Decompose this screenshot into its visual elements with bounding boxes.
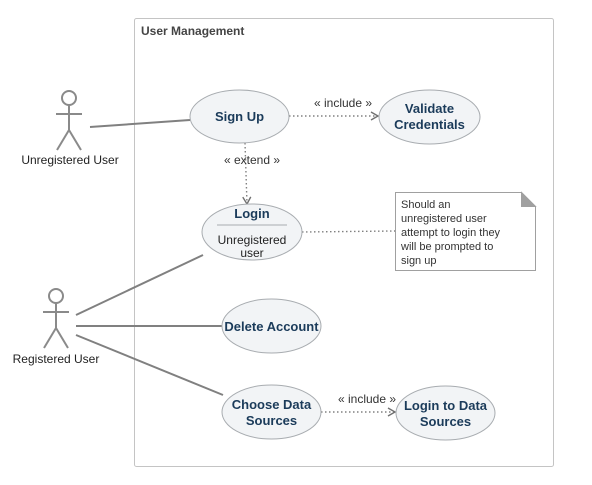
usecase-label-line2: Credentials	[394, 117, 465, 132]
include-label-validate: « include »	[314, 96, 372, 110]
association-unregistered-signup[interactable]	[89, 119, 191, 128]
actor-registered-user[interactable]: Registered User	[13, 288, 100, 366]
include-label-login-sources: « include »	[338, 392, 396, 406]
usecase-login[interactable]: Login Unregistered user	[201, 203, 303, 261]
usecase-sub-line2: user	[240, 246, 263, 260]
stick-figure-icon	[43, 288, 69, 349]
note-line: will be prompted to	[400, 241, 493, 253]
usecase-label-line2: Sources	[246, 413, 297, 428]
stick-figure-icon	[56, 90, 82, 151]
usecase-delete-account[interactable]: Delete Account	[221, 298, 322, 354]
usecase-label: Sign Up	[215, 109, 264, 124]
usecase-label: Delete Account	[224, 319, 319, 334]
usecase-login-to-data-sources[interactable]: Login to Data Sources	[395, 385, 496, 441]
note-line: attempt to login they	[401, 227, 501, 239]
actor-label-unregistered: Unregistered User	[21, 153, 118, 167]
extend-label-login: « extend »	[224, 153, 280, 167]
note-line: unregistered user	[401, 213, 487, 225]
association-registered-login[interactable]	[75, 254, 204, 316]
usecase-sub-line1: Unregistered	[218, 233, 287, 247]
usecase-label-line2: Sources	[420, 414, 471, 429]
note-line: sign up	[401, 255, 436, 267]
usecase-label-line1: Validate	[405, 101, 454, 116]
usecase-choose-data-sources[interactable]: Choose Data Sources	[221, 384, 322, 440]
system-title: User Management	[141, 24, 244, 38]
usecase-sign-up[interactable]: Sign Up	[189, 89, 290, 144]
note-fold-icon	[521, 191, 537, 207]
note-line: Should an	[401, 199, 451, 211]
usecase-label-line1: Login to Data	[404, 398, 488, 413]
note[interactable]: Should an unregistered user attempt to l…	[395, 191, 537, 271]
usecase-label-line1: Choose Data	[232, 397, 312, 412]
actor-label-registered: Registered User	[13, 352, 100, 366]
actor-unregistered-user[interactable]: Unregistered User	[21, 90, 119, 167]
association-registered-choose[interactable]	[75, 334, 224, 396]
usecase-validate-credentials[interactable]: Validate Credentials	[378, 89, 481, 145]
usecase-label: Login	[234, 206, 269, 221]
